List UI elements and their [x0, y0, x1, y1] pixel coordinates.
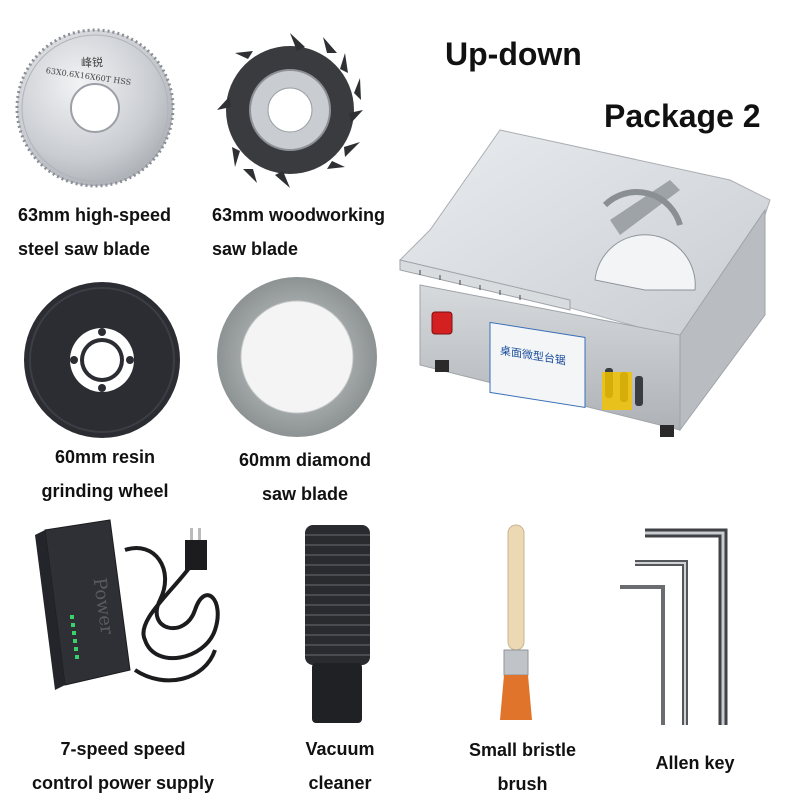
bristle-brush-image [500, 524, 532, 720]
caption-line: grinding wheel [41, 481, 169, 501]
caption-bristle-brush: Small bristle brush [455, 733, 590, 801]
allen-key-image [620, 528, 728, 725]
caption-line: Allen key [655, 753, 735, 773]
mode-title: Up-down [445, 36, 582, 72]
package-title: Package 2 [604, 98, 761, 134]
vacuum-cleaner-hose-image [305, 525, 370, 723]
caption-line: 60mm resin [54, 447, 156, 467]
caption-resin-wheel: 60mm resin grinding wheel [30, 440, 180, 508]
caption-line: Vacuum [305, 739, 375, 759]
caption-hss-blade: 63mm high-speed steel saw blade [18, 198, 171, 266]
caption-line: 7-speed speed [60, 739, 186, 759]
diamond-saw-blade-image [217, 277, 377, 437]
caption-allen-key: Allen key [635, 746, 755, 780]
caption-line: brush [497, 774, 548, 794]
caption-line: Small bristle [468, 740, 577, 760]
caption-vacuum-cleaner: Vacuum cleaner [285, 732, 395, 800]
caption-line: steel saw blade [18, 239, 151, 259]
woodworking-saw-blade-image [217, 33, 363, 188]
caption-line: control power supply [31, 773, 214, 793]
mini-table-saw-image: 桌面微型台锯 [399, 129, 771, 437]
power-supply-image: Power [35, 519, 220, 690]
resin-grinding-wheel-image [24, 282, 180, 438]
hss-saw-blade-image: 峰锐 63X0.6X16X60T HSS [15, 28, 175, 188]
caption-line: saw blade [261, 484, 349, 504]
caption-diamond-blade: 60mm diamond saw blade [225, 443, 385, 511]
caption-line: saw blade [212, 239, 299, 259]
hss-brand-text: 峰锐 [81, 55, 103, 69]
caption-power-supply: 7-speed speed control power supply [18, 732, 228, 800]
caption-line: cleaner [308, 773, 372, 793]
caption-line: 63mm high-speed [18, 205, 172, 225]
caption-line: 63mm woodworking [212, 205, 386, 225]
caption-woodworking-blade: 63mm woodworking saw blade [212, 198, 385, 266]
caption-line: 60mm diamond [238, 450, 372, 470]
